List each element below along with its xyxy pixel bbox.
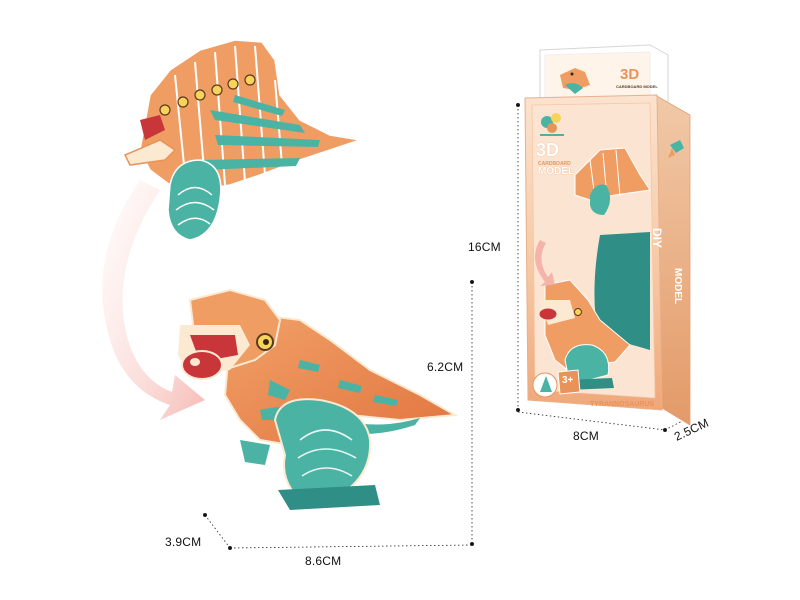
box-main-subtitle-1: CARDBOARD <box>538 161 571 167</box>
model-depth-label: 3.9CM <box>165 535 202 549</box>
model-height-label: 6.2CM <box>427 360 464 374</box>
dimension-lines <box>202 103 691 551</box>
side-title: DIY <box>650 228 664 249</box>
brand-logo-icon <box>540 113 564 136</box>
package-box <box>524 44 691 426</box>
paper-model-icon <box>532 372 558 398</box>
age-badge: 3+ <box>562 375 574 386</box>
mascot-icon <box>668 140 684 158</box>
assembly-arrow <box>102 180 205 420</box>
top-badge-subtitle: CARDBOARD MODEL <box>616 84 658 89</box>
box-width-label: 8CM <box>573 429 599 443</box>
dinosaur-exploded-layers <box>123 39 361 241</box>
top-badge-title: 3D <box>620 66 640 83</box>
side-subtitle: MODEL <box>672 268 683 305</box>
model-width-label: 8.6CM <box>305 554 342 568</box>
box-main-subtitle-2: MODEL <box>538 166 575 177</box>
box-height-label: 16CM <box>468 240 501 254</box>
top-panel-dino-icon <box>560 68 590 94</box>
product-name: TYRANNOSAURUS <box>590 401 655 408</box>
box-main-title: 3D <box>536 140 560 160</box>
dinosaur-assembled <box>178 288 459 510</box>
